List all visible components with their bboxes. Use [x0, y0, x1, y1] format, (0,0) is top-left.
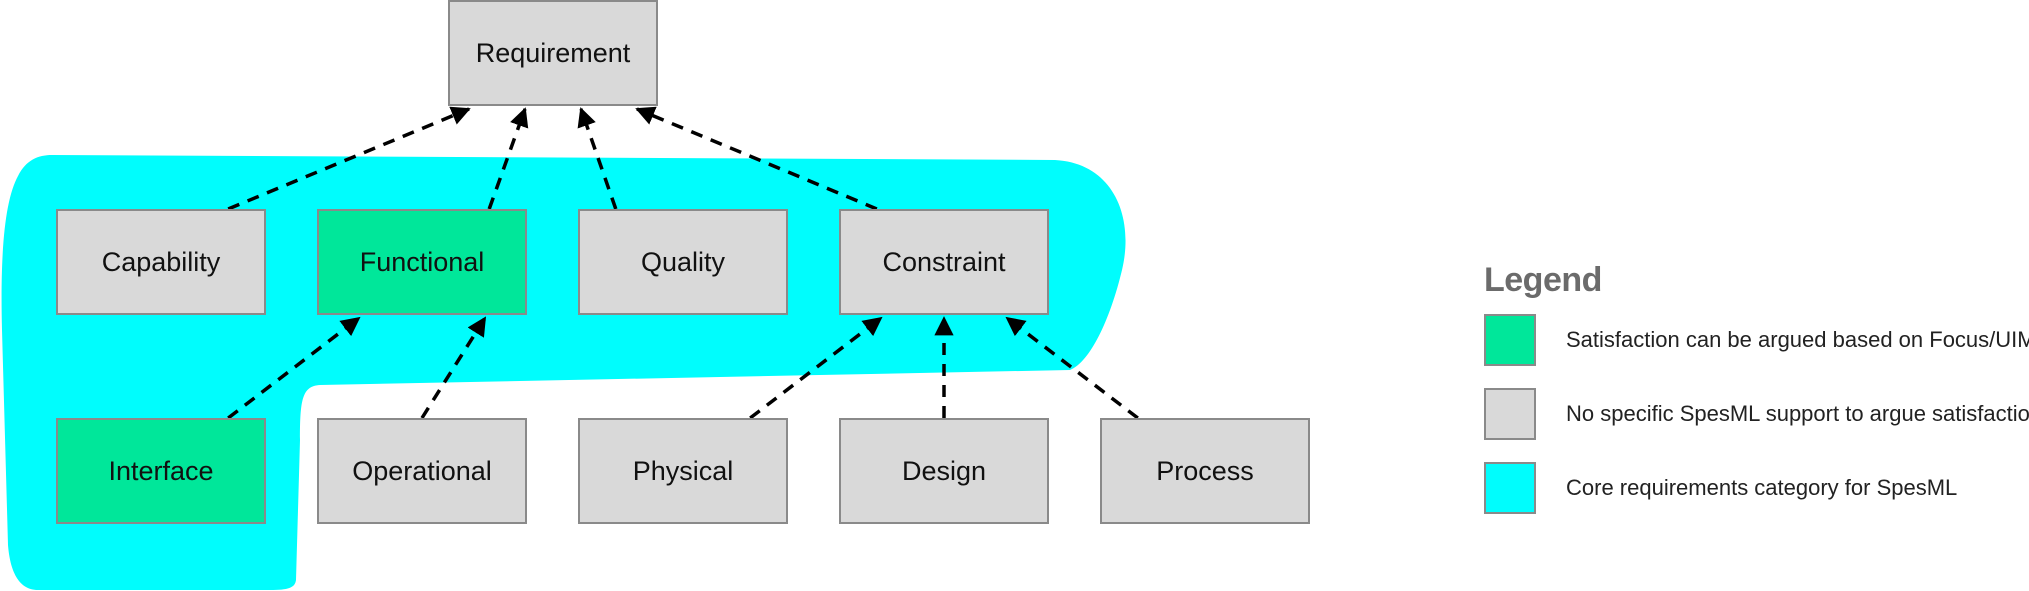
process-label: Process: [1156, 455, 1254, 486]
edge-interface-to-functional: [227, 316, 361, 420]
process-box: Process: [1100, 418, 1310, 524]
edge-constraint-to-requirement: [635, 106, 878, 211]
legend-item-no-support: No specific SpesML support to argue sati…: [1480, 388, 2029, 444]
edge-capability-to-requirement: [227, 106, 471, 211]
functional-label: Functional: [359, 246, 485, 277]
legend-swatch-gray: [1484, 388, 1536, 440]
legend-item-focus-uim: Satisfaction can be argued based on Focu…: [1480, 314, 2029, 370]
legend-swatch-green: [1484, 314, 1536, 366]
edge-functional-to-requirement: [487, 107, 529, 210]
requirement-box: Requirement: [448, 0, 658, 106]
interface-box: Interface: [56, 418, 266, 524]
design-label: Design: [901, 455, 987, 486]
interface-label: Interface: [108, 455, 214, 486]
legend-swatch-cyan: [1484, 462, 1536, 514]
capability-box: Capability: [56, 209, 266, 315]
capability-label: Capability: [101, 246, 221, 277]
legend-label-focus-uim: Satisfaction can be argued based on Focu…: [1566, 327, 2029, 352]
legend-item-core-category: Core requirements category for SpesML: [1480, 462, 2020, 518]
legend-title: Legend: [1484, 261, 1602, 299]
physical-label: Physical: [632, 455, 734, 486]
operational-box: Operational: [317, 418, 527, 524]
physical-box: Physical: [578, 418, 788, 524]
quality-label: Quality: [640, 246, 726, 277]
legend-label-no-support: No specific SpesML support to argue sati…: [1566, 401, 2029, 426]
edges-layer: [227, 106, 1139, 420]
constraint-box: Constraint: [839, 209, 1049, 315]
requirement-label: Requirement: [475, 37, 631, 68]
edge-process-to-constraint: [1005, 316, 1139, 420]
operational-label: Operational: [352, 455, 492, 486]
constraint-label: Constraint: [882, 246, 1006, 277]
legend-label-core-category: Core requirements category for SpesML: [1566, 475, 1958, 500]
edge-physical-to-constraint: [749, 316, 883, 420]
design-box: Design: [839, 418, 1049, 524]
functional-box: Functional: [317, 209, 527, 315]
edge-quality-to-requirement: [577, 107, 618, 210]
quality-box: Quality: [578, 209, 788, 315]
